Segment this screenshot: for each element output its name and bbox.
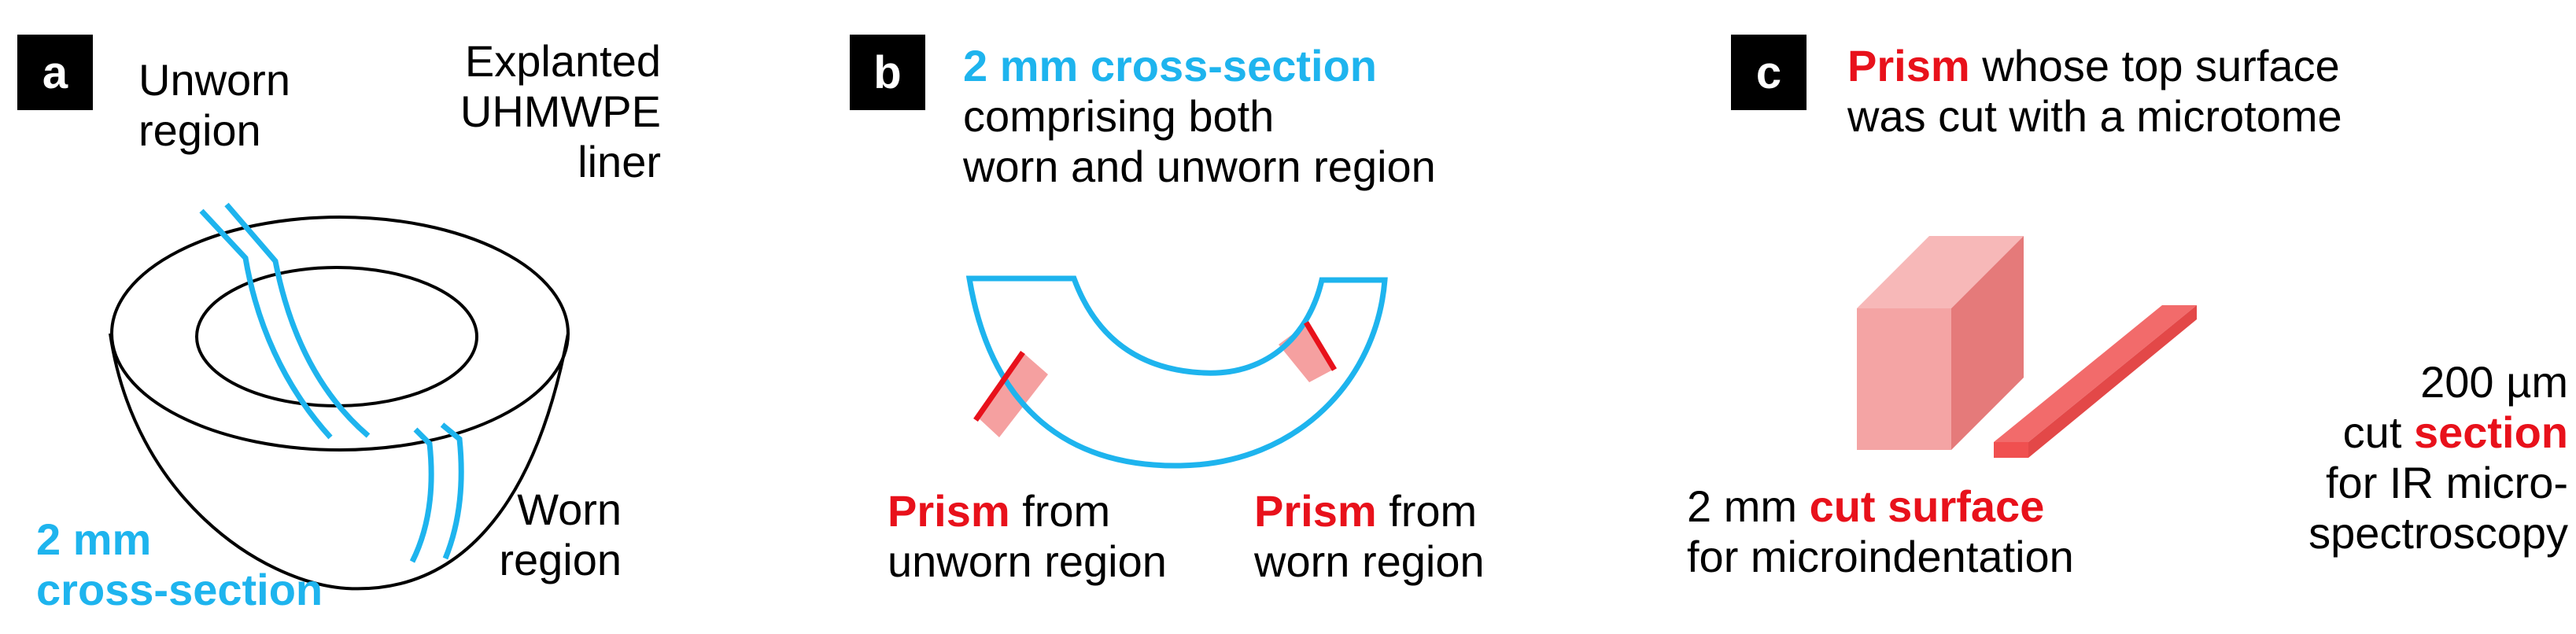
unworn-region-label: Unworn region (138, 55, 290, 155)
panel-label-c: c (1731, 35, 1807, 110)
cross-section-line-lower-2 (440, 422, 464, 560)
panel-label-a: a (17, 35, 93, 110)
panel-c: c Prism whose top surface was cut with a… (1687, 0, 2576, 634)
section-slice-drawing (1994, 305, 2197, 458)
slice-side-edge (2028, 305, 2197, 458)
cross-section-label: 2 mm cross-section (36, 514, 323, 614)
prism-block-drawing (1857, 236, 2024, 450)
panel-a: a Unworn region Explanted UHMWPE liner W… (0, 0, 787, 634)
liner-drawing (109, 202, 570, 591)
cross-section-drawing (965, 275, 1388, 469)
panel-label-b: b (850, 35, 925, 110)
prism-worn-label: Prism from worn region (1254, 486, 1485, 586)
prism-side-face (1951, 236, 2024, 450)
liner-outer-contour (109, 333, 570, 591)
worn-region-label: Worn region (499, 485, 622, 584)
slice-top-face (1994, 305, 2197, 442)
prism-cut-line-right (1303, 321, 1338, 371)
prism-unworn-label: Prism from unworn region (888, 486, 1167, 586)
panel-b: b 2 mm cross-section comprising both wor… (850, 0, 1637, 634)
explanted-liner-label: Explanted UHMWPE liner (459, 36, 661, 186)
cross-section-outline (965, 275, 1388, 469)
prism-front-face (1857, 308, 1951, 450)
prism-microtome-title: Prism whose top surface was cut with a m… (1847, 41, 2342, 141)
liner-inner-rim (195, 266, 478, 407)
cross-section-line-upper-1 (199, 208, 333, 440)
cross-section-line-upper-2 (224, 202, 371, 438)
cut-section-label: 200 µm cut section for IR micro- spectro… (2308, 357, 2568, 558)
cut-surface-label: 2 mm cut surface for microindentation (1687, 481, 2074, 581)
cross-section-title: 2 mm cross-section comprising both worn … (963, 41, 1436, 191)
liner-outer-rim (110, 216, 570, 452)
slice-front-edge (1994, 442, 2028, 458)
cross-section-line-lower-1 (409, 427, 434, 563)
prism-cut-line-left (973, 350, 1025, 422)
prism-top-face (1857, 236, 2024, 308)
